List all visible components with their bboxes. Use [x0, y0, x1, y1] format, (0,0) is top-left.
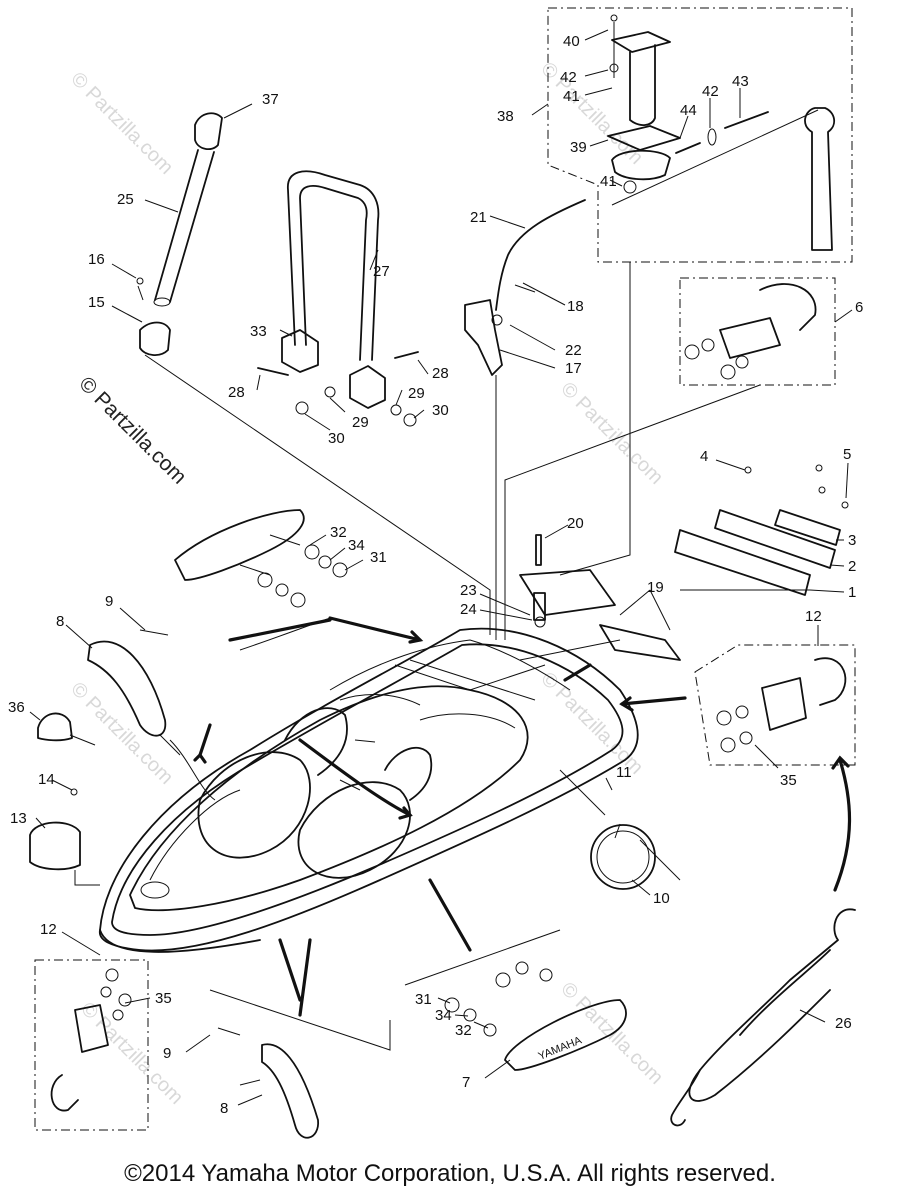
callout-label: 5: [843, 446, 851, 463]
callout-label: 22: [565, 342, 582, 359]
callout-label: 14: [38, 771, 55, 788]
callout-label: 12: [40, 921, 57, 938]
callout-label: 40: [563, 33, 580, 50]
callout-label: 35: [780, 772, 797, 789]
callout-label: 34: [348, 537, 365, 554]
callout-label: 24: [460, 601, 477, 618]
callout-label: 20: [567, 515, 584, 532]
callout-label: 23: [460, 582, 477, 599]
callout-label: 10: [653, 890, 670, 907]
callout-label: 31: [370, 549, 387, 566]
rub-rail: [674, 464, 849, 596]
callout-label: 29: [352, 414, 369, 431]
callout-label: 38: [497, 108, 514, 125]
callout-label: 29: [408, 385, 425, 402]
callout-label: 2: [848, 558, 856, 575]
callout-label: 11: [616, 764, 632, 781]
cleat-kit-right: [694, 644, 856, 766]
callout-label: 41: [600, 173, 617, 190]
rail-hardware: [174, 509, 348, 608]
antenna-assembly: [464, 199, 586, 376]
callout-label: 3: [848, 532, 856, 549]
callout-label: 1: [848, 584, 856, 601]
watermark-main: © Partzilla.com: [74, 372, 190, 488]
callout-label: 33: [250, 323, 267, 340]
connector-lines: [69, 262, 810, 1086]
callout-label: 27: [373, 263, 390, 280]
flagpole-kit: [547, 7, 853, 263]
callout-label: 32: [330, 524, 347, 541]
callout-label: 26: [835, 1015, 852, 1032]
callout-label: 41: [563, 88, 580, 105]
callout-label: 34: [435, 1007, 452, 1024]
callout-label: 18: [567, 298, 584, 315]
copyright-notice: ©2014 Yamaha Motor Corporation, U.S.A. A…: [124, 1160, 776, 1187]
callout-label: 7: [462, 1074, 470, 1091]
callout-label: 43: [732, 73, 749, 90]
callout-label: 12: [805, 608, 822, 625]
ski-pole-assembly: [136, 112, 223, 356]
callout-label: 28: [228, 384, 245, 401]
grab-handle: [257, 170, 419, 427]
callout-label: 15: [88, 294, 105, 311]
tow-eye-kit: [679, 277, 836, 386]
callout-label: 8: [220, 1100, 228, 1117]
callout-label: 13: [10, 810, 27, 827]
callout-label: 31: [415, 991, 432, 1008]
callout-label: 9: [163, 1045, 171, 1062]
callout-label: 19: [647, 579, 664, 596]
watermark-faint: © Partzilla.com: [66, 678, 177, 789]
callout-label: 25: [117, 191, 134, 208]
assembly-arrows: [193, 616, 852, 1017]
callout-label: 21: [470, 209, 487, 226]
callout-label: 30: [328, 430, 345, 447]
small-parts: [29, 629, 656, 1139]
callout-label: 9: [105, 593, 113, 610]
callout-label: 39: [570, 139, 587, 156]
callout-label: 16: [88, 251, 105, 268]
callout-label: 17: [565, 360, 582, 377]
callout-label: 32: [455, 1022, 472, 1039]
callout-label: 8: [56, 613, 64, 630]
watermark-faint: © Partzilla.com: [556, 378, 667, 489]
callout-label: 42: [560, 69, 577, 86]
callout-label: 35: [155, 990, 172, 1007]
callout-label: 36: [8, 699, 25, 716]
callout-label: 37: [262, 91, 279, 108]
callout-label: 44: [680, 102, 697, 119]
callout-label: 28: [432, 365, 449, 382]
cleat-kit-left: [34, 959, 149, 1131]
callout-label: 6: [855, 299, 863, 316]
callout-label: 42: [702, 83, 719, 100]
callout-labels: 1 2 3 4 5 6 7 8 8 9 9 10 11 12 12 13 14 …: [8, 29, 863, 1117]
callout-label: 30: [432, 402, 449, 419]
watermark-faint: © Partzilla.com: [66, 68, 177, 179]
brand-plate-text: YAMAHA: [537, 1034, 584, 1062]
callout-label: 4: [700, 448, 708, 465]
tie-down-strap: [670, 908, 856, 1127]
